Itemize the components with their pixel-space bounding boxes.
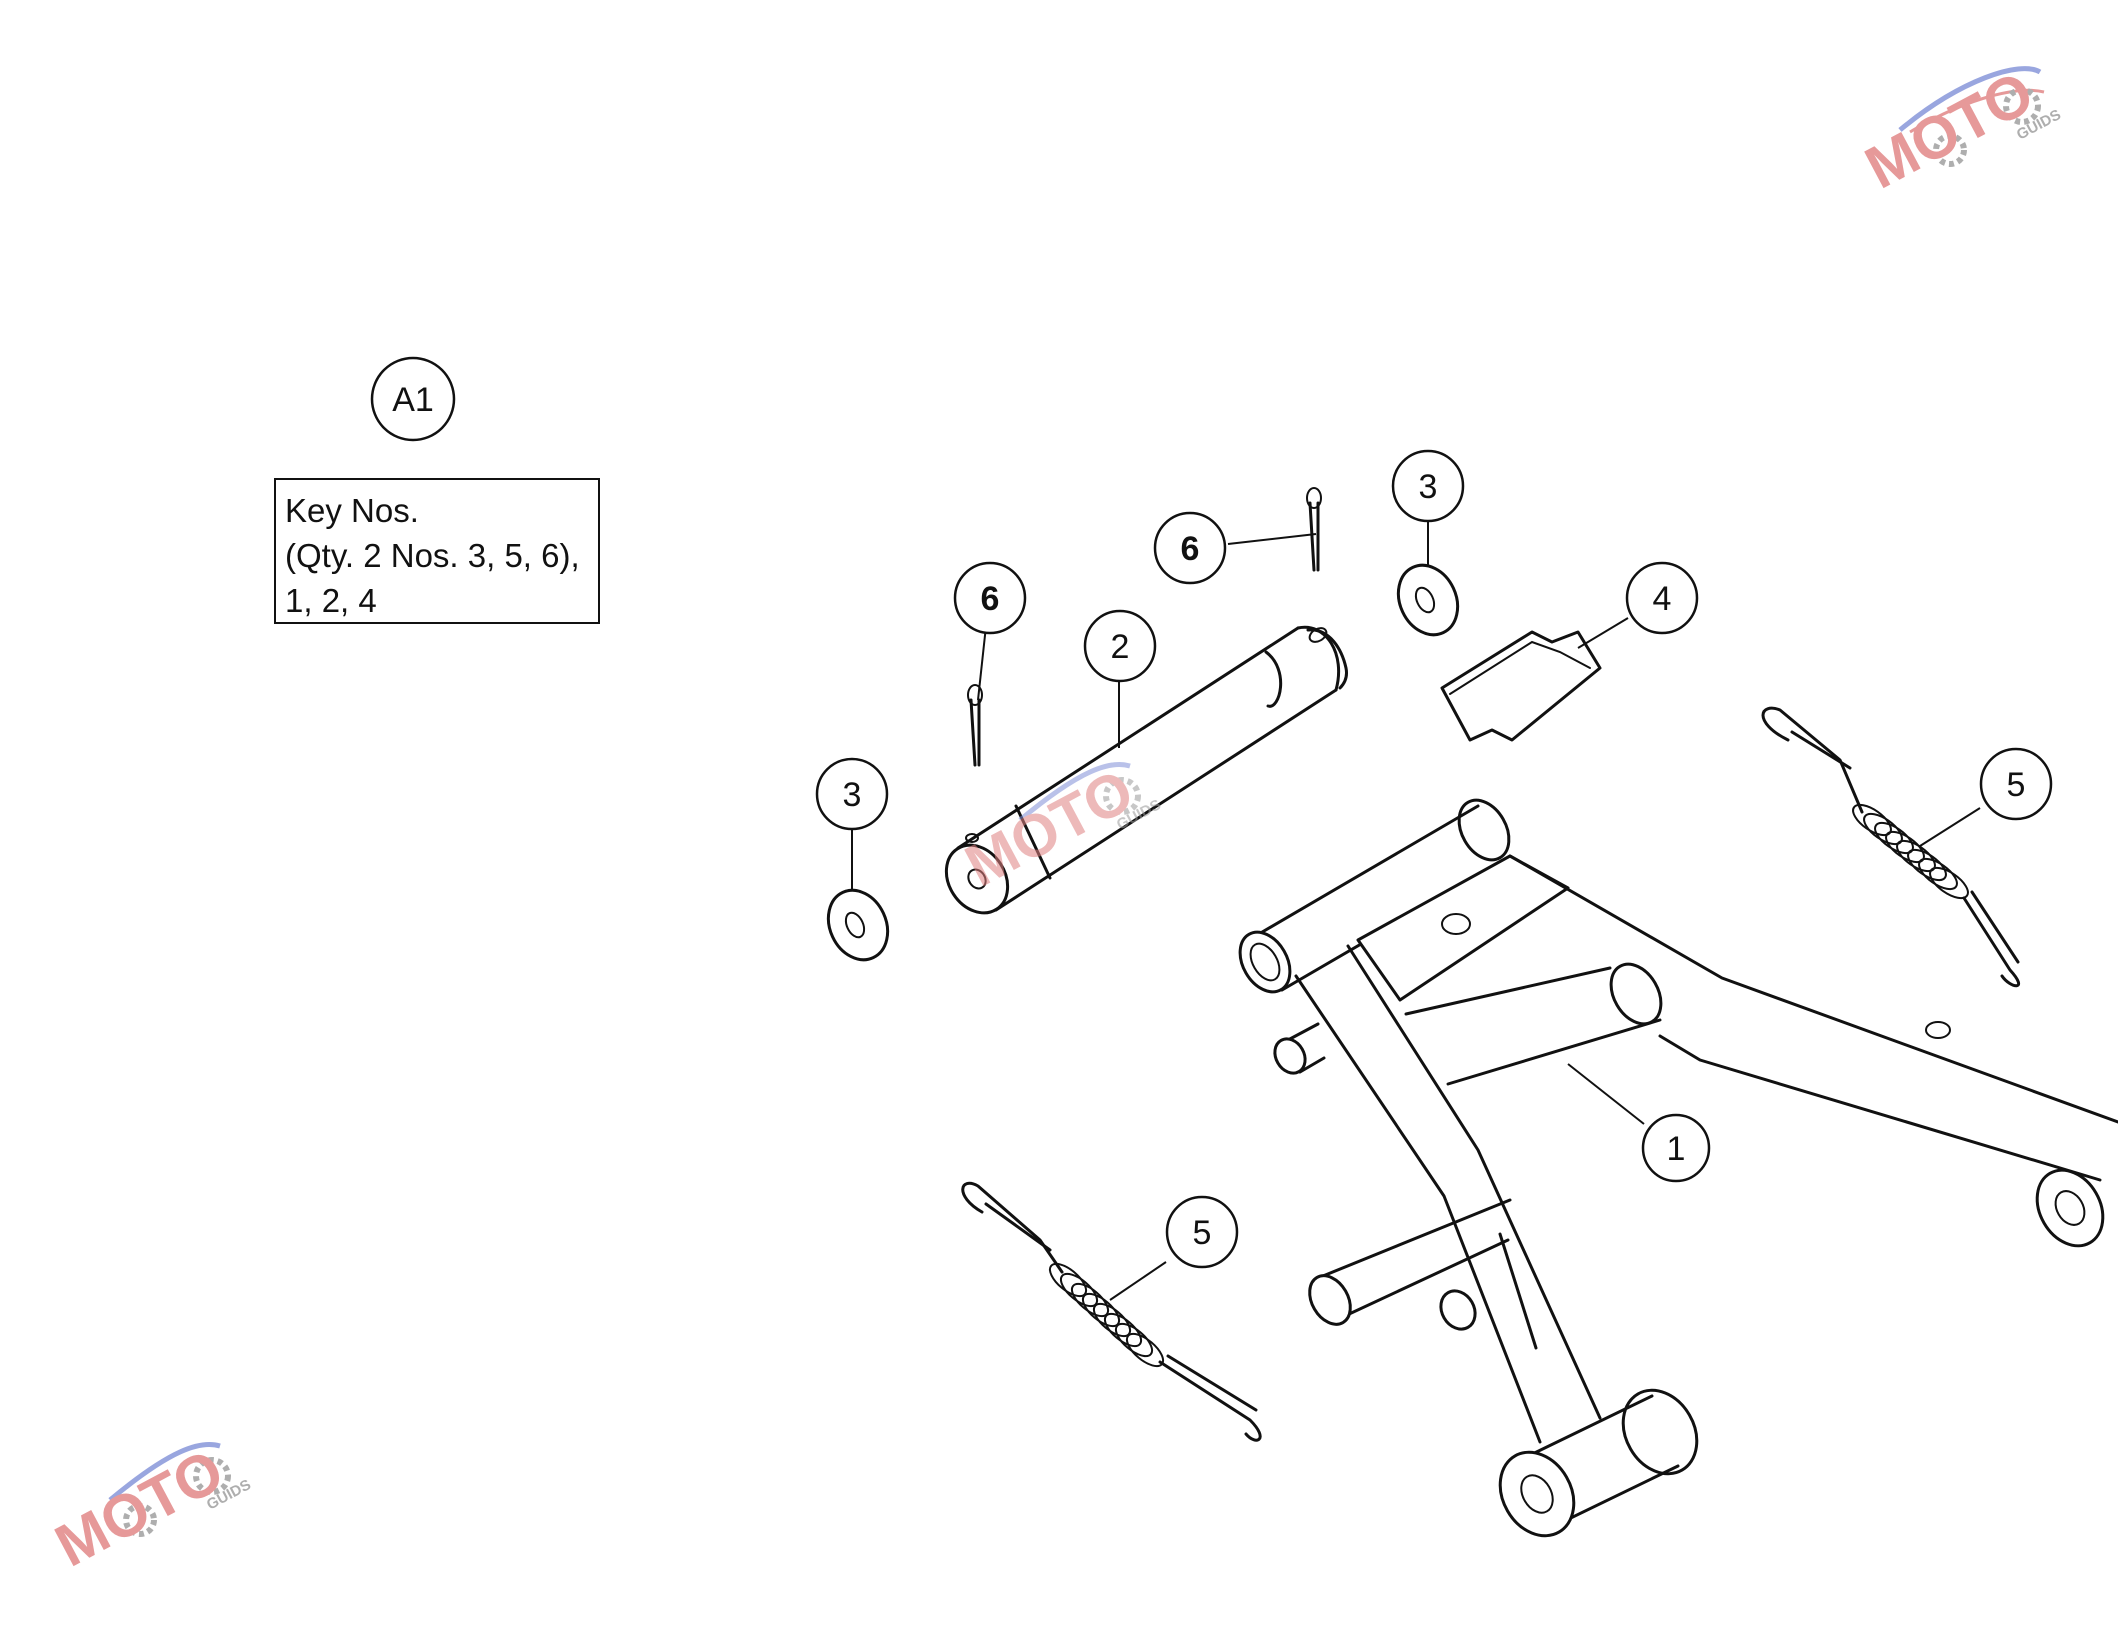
callout-washer-top-label: 3 [1419,468,1438,506]
stand-frame [1238,798,2118,1538]
watermark-logo-center: MOTO GUIDS [955,756,1164,899]
callout-washer-left: 3 [815,757,889,831]
plate-part [1440,630,1602,742]
spring-left [961,1181,1262,1442]
callout-spring-right-label: 5 [2007,766,2026,804]
cotter-pin-left [967,684,983,767]
callout-spring-left-label: 5 [1193,1214,1212,1252]
watermark-logo-bottom-left: MOTO GUIDS [45,1436,254,1579]
assembly-label: A1 [392,381,434,419]
callout-shaft: 2 [1083,609,1157,683]
washer-top [1396,563,1460,637]
leader-lines [851,522,1981,1301]
washer-left [826,888,890,962]
key-numbers-box: Key Nos. (Qty. 2 Nos. 3, 5, 6), 1, 2, 4 [274,478,600,624]
callout-washer-top: 3 [1391,449,1465,523]
callout-frame-label: 1 [1667,1130,1686,1168]
callout-washer-left-label: 3 [843,776,862,814]
key-box-line-3: 1, 2, 4 [285,582,377,619]
callout-cotter-left: 6 [953,561,1027,635]
key-box-line-2: (Qty. 2 Nos. 3, 5, 6), [285,537,580,574]
assembly-callout-a1: A1 [370,356,456,442]
callout-cotter-left-label: 6 [981,580,1000,618]
callout-frame: 1 [1641,1113,1711,1183]
callout-spring-left: 5 [1165,1195,1239,1269]
callout-cotter-top-label: 6 [1181,530,1200,568]
callout-cotter-top: 6 [1153,511,1227,585]
key-box-line-1: Key Nos. [285,492,419,529]
callout-shaft-label: 2 [1111,628,1130,666]
watermark-brand-bottom: MOTO [45,1436,234,1579]
callout-plate: 4 [1625,561,1699,635]
callout-spring-right: 5 [1979,747,2053,821]
callout-plate-label: 4 [1653,580,1672,618]
watermark-logo-top-right: MOTO GUIDS [1855,58,2064,201]
spring-right [1761,706,2021,988]
cotter-pin-top [1306,487,1322,572]
